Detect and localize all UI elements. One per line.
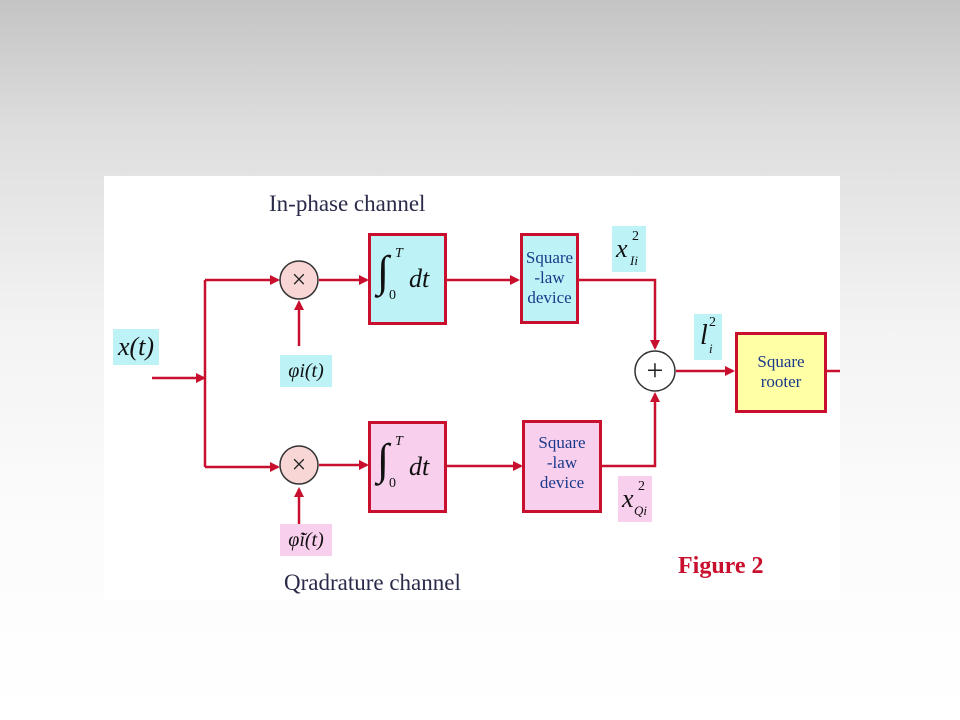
square-rooter-line1: Square [757, 352, 805, 371]
integral-top-upper-limit: T [395, 246, 403, 261]
integral-bottom-body: dt [409, 452, 430, 481]
square-law-bottom-line3: device [539, 473, 585, 492]
square-law-top-line2: -law [534, 268, 565, 287]
square-law-top-line1: Square [525, 248, 574, 267]
multiplier-top-circle [279, 260, 319, 300]
quadrature-channel-title: Qradrature channel [284, 570, 461, 595]
sq-bottom-to-adder-line [601, 392, 660, 468]
inphase-output-base: x [616, 234, 628, 263]
integral-bottom-upper-limit: T [395, 434, 403, 449]
quadrature-output-base: x [622, 484, 634, 513]
square-law-bottom-line1: Square [538, 433, 586, 452]
figure-label: Figure 2 [678, 553, 764, 579]
figure-panel: × × + In-phase channel Qradrature channe… [104, 176, 840, 599]
integral-bottom-symbol: ∫ [377, 435, 390, 484]
integral-top-body: dt [409, 264, 430, 293]
signal-flow-lines [152, 260, 840, 526]
sum-output-label: l 2 i [694, 314, 722, 360]
square-rooter-box: Square rooter [735, 332, 827, 413]
square-law-bottom-line2: -law [546, 453, 578, 472]
square-law-bottom-box: Square -law device [522, 420, 602, 513]
quadrature-output-sub: Qi [634, 503, 647, 518]
adder-symbol: + [646, 354, 664, 387]
multiplier-bottom-symbol: × [291, 450, 307, 479]
multiplier-bottom-circle [279, 445, 319, 485]
sum-output-sub: i [709, 341, 713, 356]
square-law-top-line3: device [527, 288, 572, 307]
sum-output-base: l [700, 320, 708, 351]
input-signal-label: x(t) [113, 329, 159, 365]
integral-bottom-lower-limit: 0 [389, 476, 396, 491]
inphase-output-sup: 2 [632, 229, 639, 244]
sq-top-to-adder-line [578, 278, 660, 350]
inphase-channel-title: In-phase channel [269, 191, 426, 216]
multiplier-top-symbol: × [291, 265, 307, 294]
integral-top-lower-limit: 0 [389, 288, 396, 303]
integrator-bottom-box: ∫ T 0 dt [368, 421, 447, 513]
quadrature-output-label: x 2 Qi [618, 476, 652, 522]
quadrature-output-sup: 2 [638, 479, 645, 494]
inphase-output-label: x 2 Ii [612, 226, 646, 272]
adder-circle [634, 350, 676, 392]
square-rooter-line2: rooter [760, 372, 802, 391]
integral-top-symbol: ∫ [377, 247, 390, 296]
inphase-reference-label: φi(t) [280, 355, 332, 387]
integrator-top-box: ∫ T 0 dt [368, 233, 447, 325]
square-law-top-box: Square -law device [520, 233, 579, 324]
inphase-output-sub: Ii [630, 253, 638, 268]
quadrature-reference-label: φ̃i(t) [280, 524, 332, 556]
sum-output-sup: 2 [709, 315, 716, 330]
